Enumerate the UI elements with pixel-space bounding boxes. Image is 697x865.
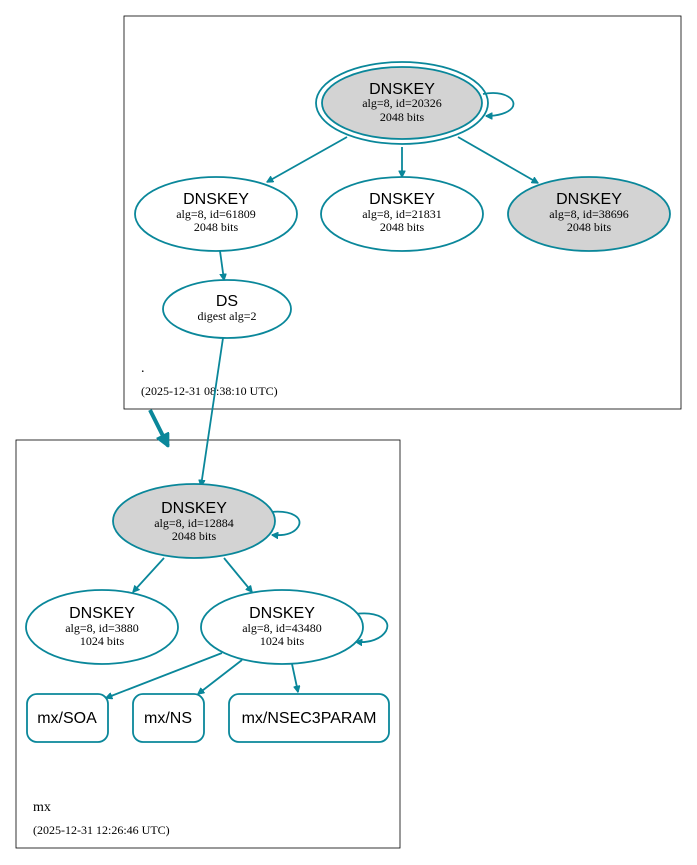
edge-root-ksk-to-38696: [457, 136, 538, 184]
node-mx-zsk-3880: DNSKEY alg=8, id=3880 1024 bits: [25, 589, 179, 665]
node-root-key-38696-ellipse: [507, 176, 671, 252]
node-root-zsk-61809-line1: alg=8, id=61809: [176, 207, 256, 221]
edge-mx-ksk-to-43480: [223, 557, 252, 592]
node-root-key-38696-line2: 2048 bits: [567, 220, 612, 234]
edge-43480-to-ns: [198, 659, 243, 694]
node-mx-zsk-3880-line2: 1024 bits: [80, 634, 125, 648]
node-ds-ellipse: [162, 279, 292, 339]
node-mx-zsk-43480: DNSKEY alg=8, id=43480 1024 bits: [200, 589, 364, 665]
node-ds: DS digest alg=2: [162, 279, 292, 339]
zone-mx-name: mx: [33, 800, 51, 815]
node-rr-nsec3param-title: mx/NSEC3PARAM: [242, 710, 377, 727]
zone-root: . (2025-12-31 08:38:10 UTC): [123, 15, 682, 410]
node-root-ksk-outer-ring: [315, 61, 489, 145]
node-mx-ksk: DNSKEY alg=8, id=12884 2048 bits: [112, 483, 276, 559]
node-rr-nsec3param-box: [228, 693, 390, 743]
zone-root-timestamp: (2025-12-31 08:38:10 UTC): [141, 384, 278, 398]
node-rr-soa-title: mx/SOA: [37, 710, 97, 727]
node-rr-soa-box: [26, 693, 109, 743]
edges: [106, 92, 538, 698]
node-rr-ns: mx/NS: [132, 693, 205, 743]
node-mx-zsk-43480-line1: alg=8, id=43480: [242, 621, 322, 635]
edge-ds-to-mx-ksk: [201, 337, 224, 486]
node-root-ksk-ellipse: [321, 66, 483, 140]
node-mx-zsk-43480-title: DNSKEY: [249, 605, 315, 622]
node-root-ksk-title: DNSKEY: [369, 81, 435, 98]
node-mx-ksk-ellipse: [112, 483, 276, 559]
edge-mx-ksk-to-3880: [133, 557, 165, 592]
node-root-zsk-21831-line1: alg=8, id=21831: [362, 207, 442, 221]
node-rr-ns-title: mx/NS: [144, 710, 192, 727]
node-root-zsk-21831-line2: 2048 bits: [380, 220, 425, 234]
node-root-zsk-21831-title: DNSKEY: [369, 191, 435, 208]
node-mx-zsk-3880-title: DNSKEY: [69, 605, 135, 622]
node-root-ksk-line2: 2048 bits: [380, 110, 425, 124]
node-root-zsk-61809: DNSKEY alg=8, id=61809 2048 bits: [134, 176, 298, 252]
node-rr-soa: mx/SOA: [26, 693, 109, 743]
node-root-zsk-61809-title: DNSKEY: [183, 191, 249, 208]
edge-61809-to-ds: [219, 250, 224, 280]
node-root-key-38696: DNSKEY alg=8, id=38696 2048 bits: [507, 176, 671, 252]
node-mx-zsk-3880-ellipse: [25, 589, 179, 665]
node-ds-line1: digest alg=2: [197, 309, 256, 323]
node-root-zsk-21831-ellipse: [320, 176, 484, 252]
edge-root-ksk-self: [482, 92, 515, 116]
node-root-ksk-line1: alg=8, id=20326: [362, 96, 442, 110]
node-mx-ksk-title: DNSKEY: [161, 500, 227, 517]
node-root-zsk-61809-ellipse: [134, 176, 298, 252]
node-mx-ksk-line1: alg=8, id=12884: [154, 516, 234, 530]
edge-43480-self: [354, 612, 389, 642]
node-root-zsk-61809-line2: 2048 bits: [194, 220, 239, 234]
node-root-ksk: DNSKEY alg=8, id=20326 2048 bits: [315, 61, 489, 145]
node-mx-zsk-43480-line2: 1024 bits: [260, 634, 305, 648]
node-root-zsk-21831: DNSKEY alg=8, id=21831 2048 bits: [320, 176, 484, 252]
zone-mx-timestamp: (2025-12-31 12:26:46 UTC): [33, 823, 170, 837]
node-mx-zsk-43480-ellipse: [200, 589, 364, 665]
node-root-key-38696-line1: alg=8, id=38696: [549, 207, 629, 221]
node-rr-ns-box: [132, 693, 205, 743]
node-root-key-38696-title: DNSKEY: [556, 191, 622, 208]
edge-43480-to-nsec3param: [291, 663, 298, 692]
zone-root-name: .: [141, 361, 145, 376]
node-mx-zsk-3880-line1: alg=8, id=3880: [65, 621, 139, 635]
edge-root-ksk-to-61809: [267, 136, 348, 183]
node-mx-ksk-line2: 2048 bits: [172, 529, 217, 543]
node-rr-nsec3param: mx/NSEC3PARAM: [228, 693, 390, 743]
edge-delegation: [148, 409, 170, 446]
edge-43480-to-soa: [106, 652, 223, 698]
edge-mx-ksk-self: [270, 510, 301, 535]
node-ds-title: DS: [216, 293, 238, 310]
zone-root-box: [123, 15, 682, 410]
